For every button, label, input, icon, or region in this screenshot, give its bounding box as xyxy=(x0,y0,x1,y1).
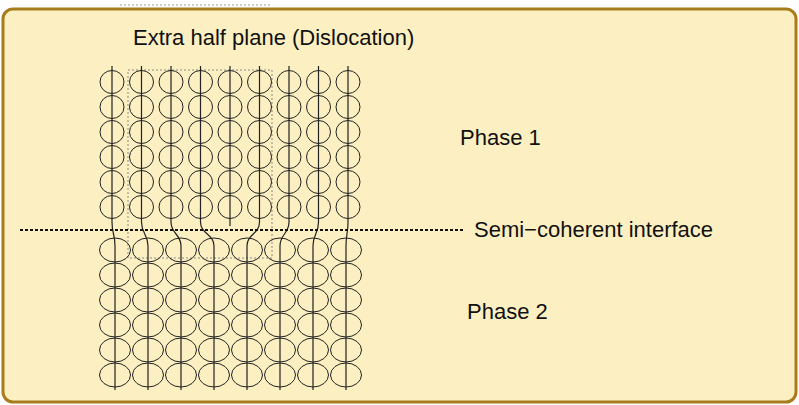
lattice-plane xyxy=(313,66,319,390)
extra-half-plane xyxy=(229,66,230,226)
phase-label: Phase 2 xyxy=(467,300,548,324)
lattice-plane xyxy=(142,66,149,390)
dotted-mark xyxy=(120,5,270,6)
lattice-plane xyxy=(280,66,289,390)
lattice-plane xyxy=(171,66,181,390)
dislocation-label: Extra half plane (Dislocation) xyxy=(133,26,414,50)
lattice-plane xyxy=(247,66,260,390)
lattice-plane xyxy=(346,66,348,390)
lattice-plane xyxy=(201,66,215,390)
background-panel xyxy=(3,9,796,402)
interface-line xyxy=(20,229,465,231)
lattice-plane xyxy=(112,66,115,390)
interface-label: Semi−coherent interface xyxy=(474,218,713,242)
phase-label: Phase 1 xyxy=(460,126,541,150)
lattice-group xyxy=(100,66,362,390)
